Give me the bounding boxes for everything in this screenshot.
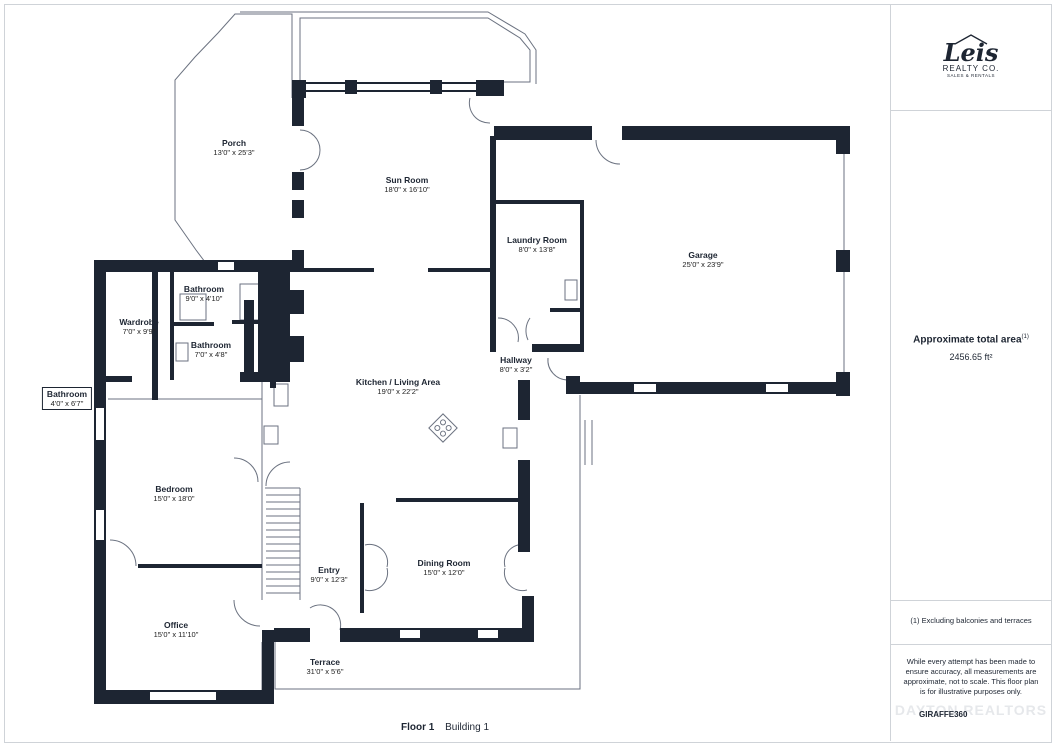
room-name: Office: [163, 620, 189, 630]
cooktop: [428, 413, 458, 443]
disclaimer: While every attempt has been made to ens…: [903, 657, 1039, 696]
porch-outline: [174, 13, 293, 263]
room-dims: 4'0" x 6'7": [50, 399, 84, 408]
floor-label: Floor 1: [400, 722, 435, 733]
room-name: Dining Room: [417, 558, 471, 568]
divider: [891, 110, 1051, 111]
room-dims: 7'0" x 4'8": [194, 350, 228, 359]
room-dims: 19'0" x 22'2": [377, 387, 419, 396]
walls: [94, 80, 850, 704]
watermark: DAYTON REALTORS: [894, 702, 1048, 718]
room-name: Garage: [688, 250, 718, 260]
room-dims: 15'0" x 18'0": [153, 494, 195, 503]
logo-sub: REALTY CO.: [942, 64, 1000, 73]
room-name: Porch: [221, 138, 247, 148]
exclusion-note: (1) Excluding balconies and terraces: [910, 616, 1032, 625]
page-frame: [4, 4, 1052, 743]
room-dims: 31'0" x 5'6": [306, 667, 344, 676]
room-dims: 9'0" x 12'3": [310, 575, 348, 584]
room-name: Bathroom: [190, 340, 232, 350]
info-sidebar: Leis REALTY CO. SALES & RENTALS Approxim…: [890, 4, 1051, 741]
brand-label: GIRAFFE360: [919, 710, 968, 719]
roof-icon: [954, 34, 988, 45]
room-dims: 9'0" x 4'10": [185, 294, 223, 303]
terrace-outline: [274, 395, 581, 690]
room-name: Kitchen / Living Area: [355, 377, 441, 387]
area-value: 2456.65 ft²: [949, 352, 993, 362]
room-name: Wardrobe: [119, 317, 159, 327]
room-name: Terrace: [309, 657, 341, 667]
logo-main: Leis: [943, 38, 999, 67]
building-label: Building 1: [445, 722, 490, 733]
room-dims: 8'0" x 3'2": [499, 365, 533, 374]
floor-caption: Floor 1 Building 1: [0, 722, 890, 733]
thin-lines: [108, 11, 845, 690]
room-name: Bedroom: [155, 484, 193, 494]
logo-tag: SALES & RENTALS: [947, 73, 995, 78]
room-dims: 15'0" x 11'10": [153, 630, 199, 639]
room-dims: 18'0" x 16'10": [384, 185, 430, 194]
room-name: Bathroom: [183, 284, 225, 294]
floor-plan: [94, 11, 850, 704]
room-dims: 15'0" x 12'0": [423, 568, 465, 577]
room-dims: 13'0" x 25'3": [213, 148, 255, 157]
room-name: Bathroom: [46, 389, 88, 399]
room-name: Sun Room: [385, 175, 429, 185]
company-logo: Leis REALTY CO. SALES & RENTALS: [891, 32, 1051, 78]
room-dims: 8'0" x 13'8": [518, 245, 556, 254]
room-name: Laundry Room: [507, 235, 567, 245]
room-dims: 25'0" x 23'9": [682, 260, 724, 269]
area-label: Approximate total area(1): [913, 334, 1029, 346]
room-name: Entry: [318, 565, 340, 575]
staircase: [266, 494, 300, 594]
room-dims: 7'0" x 9'9": [122, 327, 156, 336]
divider: [891, 600, 1051, 601]
windows: [96, 84, 788, 700]
divider: [891, 644, 1051, 645]
room-name: Hallway: [500, 355, 532, 365]
